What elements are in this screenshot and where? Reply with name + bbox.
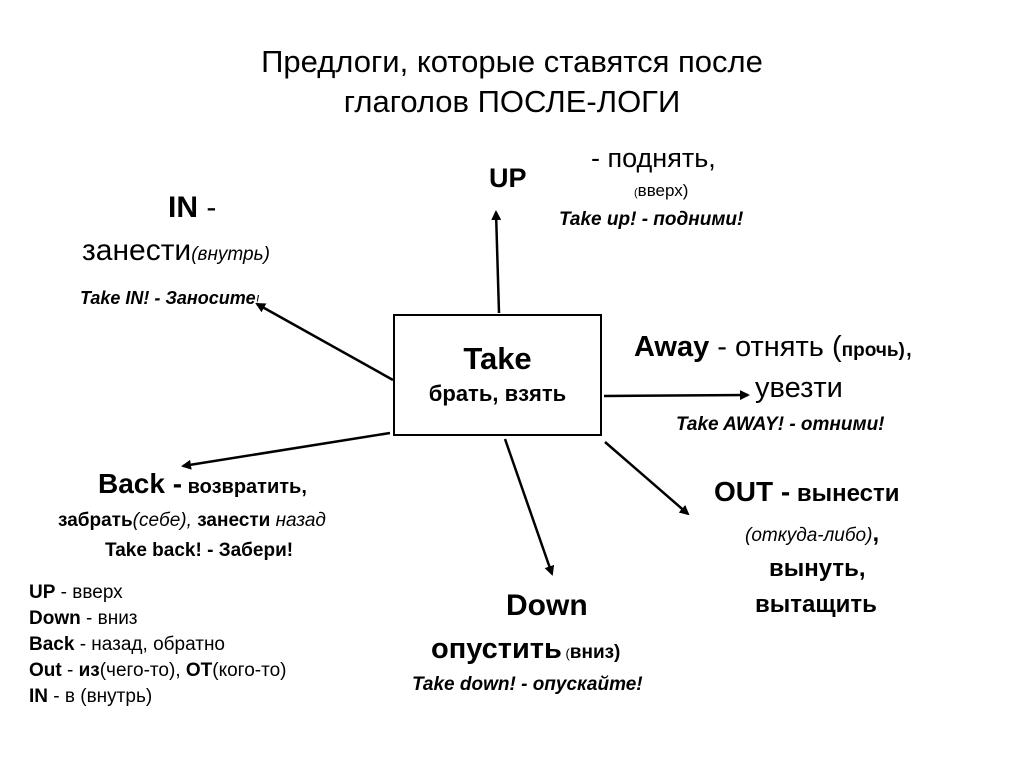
arrow-in — [255, 302, 394, 382]
up-gloss: (вверх) — [634, 181, 688, 201]
legend-text: - вверх — [55, 582, 123, 603]
up-meaning: - поднять, — [591, 143, 716, 173]
legend-item-back: Back - назад, обратно — [29, 632, 286, 658]
up-paren: ( — [634, 187, 638, 199]
arrow-down — [503, 438, 555, 576]
legend-text: - — [61, 660, 79, 681]
down-line-2: опустить (вниз) — [431, 633, 620, 666]
away-gloss: прочь) — [841, 340, 905, 361]
out-meaning-3: вытащить — [755, 591, 877, 618]
legend-key: IN — [29, 686, 48, 707]
in-dash: - — [198, 191, 217, 224]
down-paren: ( — [561, 646, 570, 661]
away-comma: , — [904, 331, 913, 363]
legend-key: Down — [29, 608, 81, 629]
in-word: IN — [168, 191, 198, 224]
back-word: Back - — [98, 468, 183, 499]
out-line-2: (откуда-либо), — [745, 520, 879, 548]
away-meaning-2: увезти — [755, 372, 843, 404]
out-comma: , — [872, 520, 880, 547]
title-line-2: глаголов ПОСЛЕ-ЛОГИ — [343, 84, 681, 119]
down-example: Take down! - опускайте! — [412, 674, 643, 695]
back-line-1: Back - возвратить, — [98, 468, 307, 500]
in-example-end: ! — [255, 292, 260, 307]
legend-text: - вниз — [80, 608, 138, 629]
in-gloss: (внутрь) — [191, 244, 270, 265]
out-gloss: (откуда-либо) — [745, 525, 873, 546]
legend-item-in: IN - в (внутрь) — [29, 684, 286, 710]
back-meaning: возвратить, — [182, 476, 307, 498]
in-meaning-line: занести(внутрь) — [82, 234, 270, 268]
legend-key: UP — [29, 582, 56, 603]
out-word: OUT - — [714, 476, 791, 507]
arrow-up — [491, 210, 502, 314]
down-meaning: опустить — [431, 633, 562, 665]
up-word: UP — [489, 163, 527, 193]
arrow-out — [604, 441, 690, 516]
in-meaning: занести — [82, 234, 192, 267]
up-example: Take up! - подними! — [559, 209, 744, 230]
center-translation: брать, взять — [428, 381, 567, 406]
back-line-2: забрать(себе), занести назад — [58, 510, 326, 532]
legend-text-2: (чего-то), — [99, 660, 186, 681]
in-heading: IN - — [168, 191, 216, 225]
legend-text: - в (внутрь) — [48, 686, 153, 707]
center-word: Take — [463, 341, 532, 376]
legend-key-3: ОТ — [185, 660, 213, 681]
legend-key: Back — [29, 634, 75, 655]
out-meaning: вынести — [790, 480, 900, 507]
arrow-back — [181, 431, 391, 470]
legend-text-3: (кого-то) — [212, 660, 287, 681]
in-example: Take IN! - Заносите! — [80, 288, 259, 309]
legend-item-down: Down - вниз — [29, 606, 286, 632]
title-line-1: Предлоги, которые ставятся после — [261, 44, 763, 79]
legend-key: Out — [29, 660, 62, 681]
away-line-1: Away - отнять (прочь), — [634, 331, 913, 364]
down-word: Down — [506, 589, 588, 622]
legend-key-2: из — [78, 660, 100, 681]
legend-item-out: Out - из(чего-то), ОТ(кого-то) — [29, 658, 286, 684]
away-word: Away — [634, 331, 710, 363]
center-box: Take брать, взять — [393, 314, 602, 436]
up-gloss-text: вверх) — [637, 181, 689, 200]
in-example-text: Take IN! - Заносите — [80, 288, 256, 308]
away-example: Take AWAY! - отними! — [676, 414, 885, 435]
down-gloss: вниз) — [569, 642, 621, 663]
away-meaning: - отнять ( — [709, 331, 842, 363]
back-example: Take back! - Забери! — [105, 540, 294, 561]
back-meaning-2: забрать — [58, 510, 133, 531]
out-meaning-2: вынуть, — [769, 555, 866, 582]
legend-text: - назад, обратно — [74, 634, 226, 655]
back-gloss-2: назад — [270, 510, 326, 531]
legend-item-up: UP - вверх — [29, 580, 286, 606]
back-gloss: (себе), — [132, 510, 192, 531]
legend: UP - вверх Down - вниз Back - назад, обр… — [29, 580, 286, 710]
back-meaning-3: занести — [191, 510, 271, 531]
out-line-1: OUT - вынести — [714, 476, 900, 508]
arrow-away — [603, 390, 750, 401]
